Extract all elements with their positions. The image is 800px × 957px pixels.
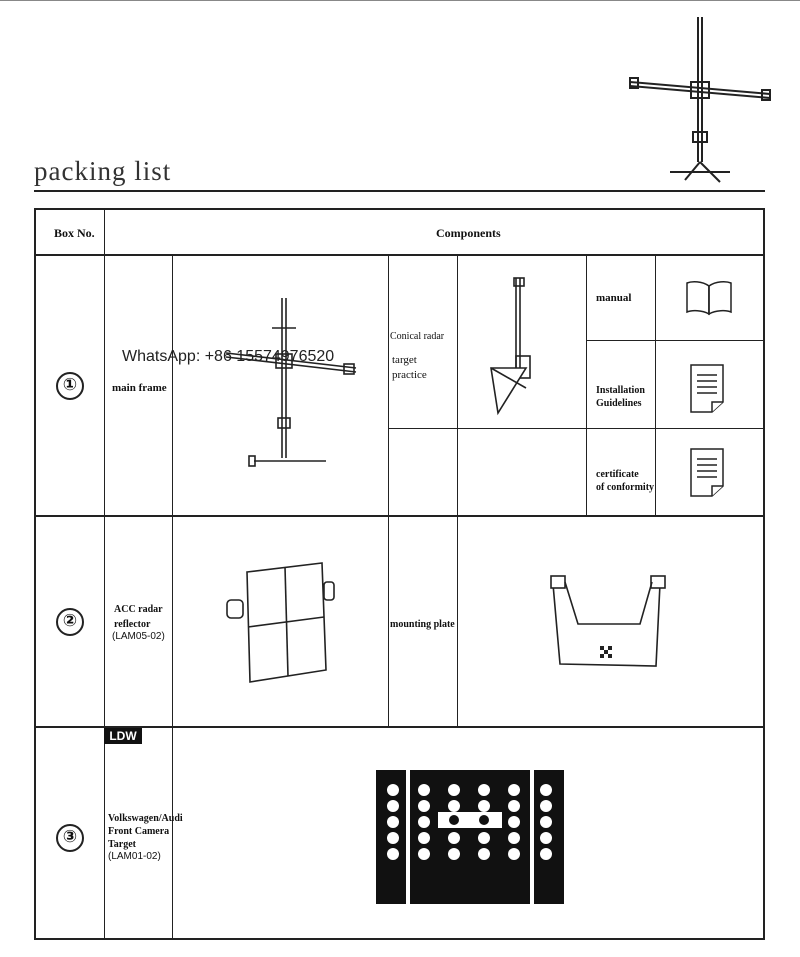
conical-radar-label: practice: [392, 369, 427, 381]
camera-target-model: (LAM01-02): [108, 851, 161, 862]
camera-target-icon: [376, 770, 564, 904]
table-divider: [586, 340, 763, 341]
table-divider: [36, 726, 763, 728]
book-icon: [686, 281, 732, 316]
table-divider: [388, 254, 389, 728]
certificate-label: of conformity: [596, 482, 655, 493]
conical-radar-label: target: [392, 354, 417, 366]
document-icon: [690, 448, 724, 497]
table-divider: [104, 210, 105, 938]
manual-label: manual: [596, 292, 632, 304]
mounting-plate-icon: [550, 575, 666, 667]
watermark-text: WhatsApp: +86 15574976520: [122, 348, 335, 365]
header-box-no: Box No.: [54, 226, 95, 240]
acc-radar-model: (LAM05-02): [112, 631, 165, 642]
table-divider: [36, 254, 763, 256]
page-title: packing list: [34, 156, 172, 186]
acc-radar-label: ACC radar: [114, 604, 163, 615]
conical-radar-label: Conical radar: [390, 331, 445, 342]
ldw-badge: LDW: [104, 728, 142, 744]
table-divider: [655, 254, 656, 517]
reflector-icon: [226, 562, 335, 683]
table-divider: [586, 254, 587, 517]
frame-stand-icon: [629, 17, 771, 183]
table-divider: [457, 254, 458, 728]
acc-radar-label: reflector: [114, 619, 151, 630]
mounting-plate-label: mounting plate: [390, 619, 455, 630]
installation-guidelines-label: Installation: [596, 385, 645, 396]
certificate-label: certificate: [596, 469, 639, 480]
packing-table: Box No. Components ① main frame Conical …: [34, 208, 765, 940]
box-number-1: ①: [56, 372, 84, 400]
document-icon: [690, 364, 724, 413]
table-divider: [172, 254, 173, 938]
box-number-3: ③: [56, 824, 84, 852]
camera-target-label: Volkswagen/Audi: [108, 813, 183, 824]
camera-target-label: Target: [108, 839, 136, 850]
camera-target-label: Front Camera: [108, 826, 170, 837]
header-components: Components: [436, 226, 501, 240]
box-number-2: ②: [56, 608, 84, 636]
table-divider: [36, 515, 763, 517]
radar-cone-icon: [490, 277, 531, 416]
title-divider: [34, 190, 765, 192]
main-frame-label: main frame: [112, 382, 167, 394]
frame-stand-icon: [225, 298, 357, 467]
table-divider: [388, 428, 763, 429]
top-rule: [0, 0, 800, 1]
installation-guidelines-label: Guidelines: [596, 398, 642, 409]
